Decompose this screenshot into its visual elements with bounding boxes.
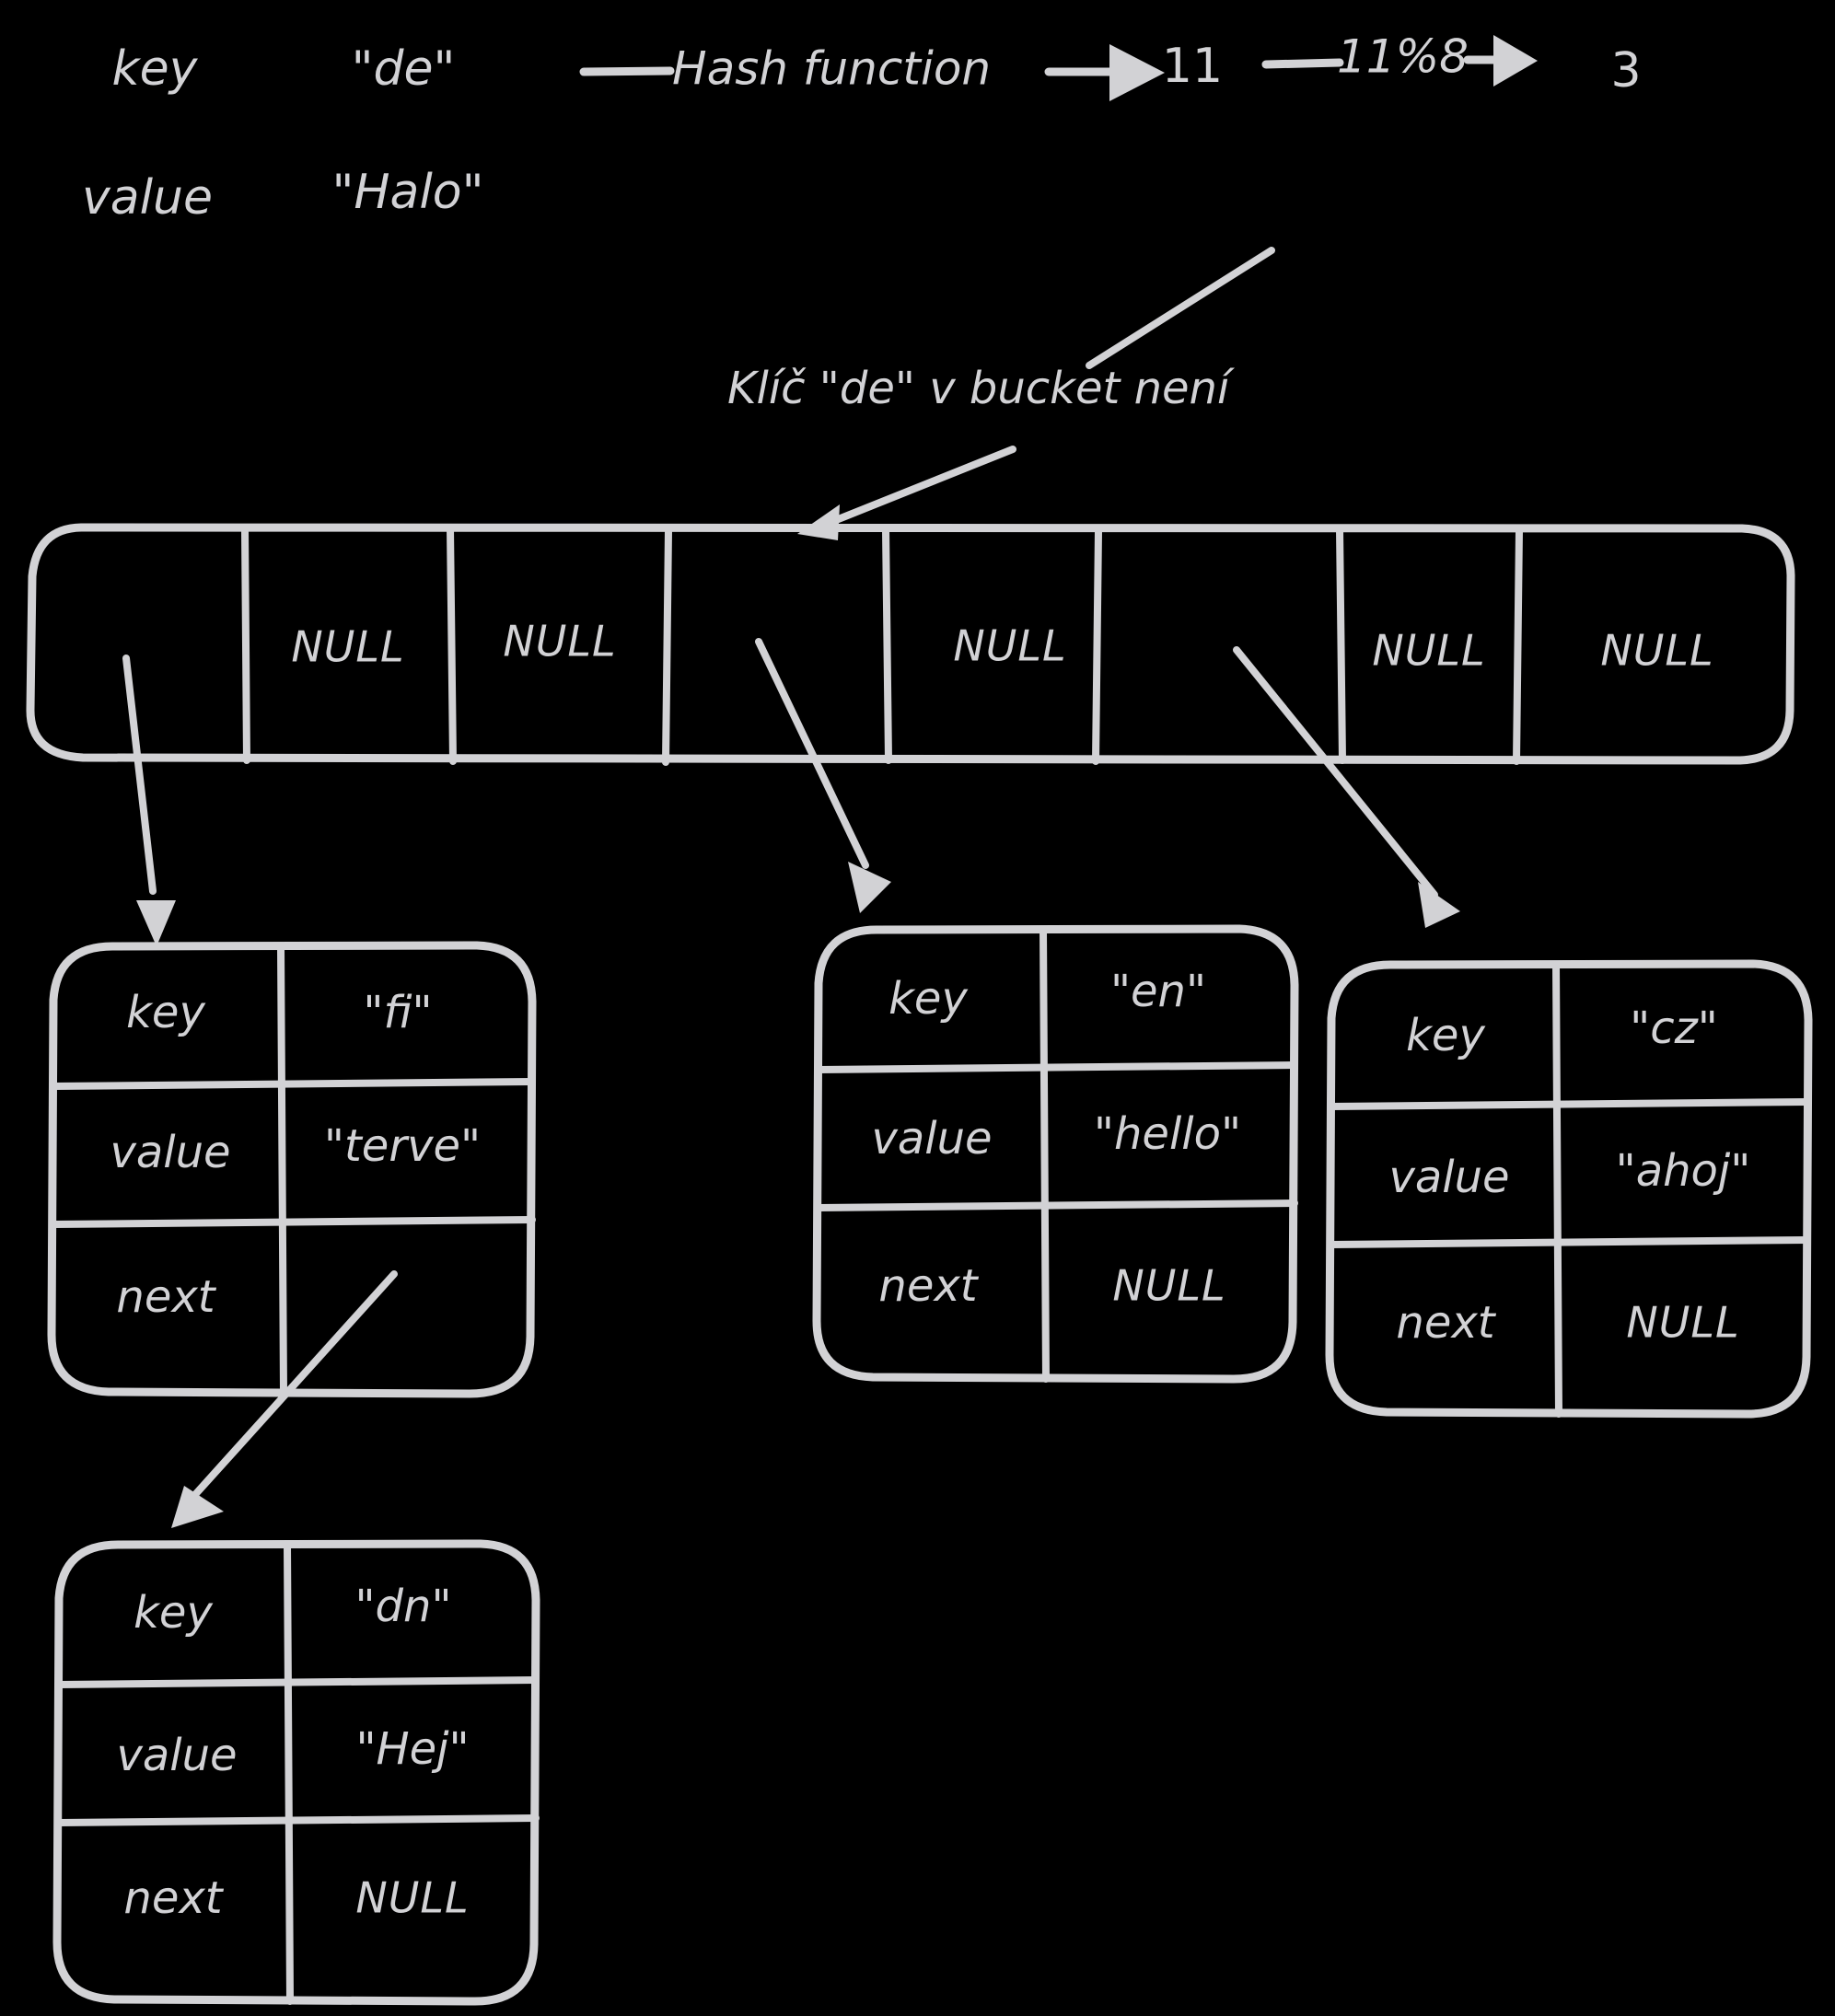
pointer-bucket3-to-node-en (755, 638, 891, 913)
pointer-node-fi-to-node-dn (171, 1270, 398, 1528)
hash-result: 11 (1162, 39, 1223, 94)
pointer-bucket0-to-node-fi (122, 655, 176, 946)
node-cz-row-1-label: value (1388, 1152, 1509, 1203)
node-fi-row-1-label: value (110, 1127, 230, 1178)
node-en-row-1-label: value (871, 1113, 992, 1164)
node-fi-row-divider-1 (50, 1078, 536, 1090)
node-fi-col-divider (277, 943, 287, 1397)
node-en-row-0-value: "en" (1110, 966, 1206, 1017)
node-en: key "en" value "hello" next NULL (812, 924, 1299, 1384)
node-fi-row-divider-2 (50, 1216, 536, 1228)
node-dn-row-1-label: value (116, 1730, 237, 1781)
header-value-value: "Halo" (331, 165, 483, 220)
node-dn-row-divider-2 (55, 1814, 540, 1826)
bucket-divider-5 (1092, 527, 1102, 765)
modulo-arrowhead (1493, 35, 1538, 87)
bucket-divider-2 (447, 525, 457, 765)
annotation-text: Klíč "de" v bucket není (727, 363, 1236, 414)
node-cz-row-1-value: "ahoj" (1616, 1145, 1751, 1197)
bucket-divider-7 (1513, 527, 1523, 765)
node-fi-row-0-value: "fi" (363, 987, 432, 1038)
node-dn: key "dn" value "Hej" next NULL (52, 1539, 540, 2006)
node-en-row-2-value: NULL (1112, 1261, 1225, 1311)
node-cz-row-0-label: key (1406, 1010, 1485, 1061)
bucket-divider-1 (241, 527, 250, 764)
pointer-bucket5-to-node-cz (1233, 646, 1460, 928)
header-key-value: "de" (352, 41, 456, 97)
node-cz-col-divider (1552, 961, 1562, 1418)
bucket-cell-6-text: NULL (1372, 626, 1485, 676)
node-en-row-1-value: "hello" (1094, 1108, 1241, 1160)
node-cz-row-divider-1 (1328, 1098, 1811, 1110)
node-dn-col-divider (284, 1541, 294, 2005)
node-dn-row-divider-1 (55, 1676, 540, 1688)
node-en-row-2-label: next (878, 1260, 979, 1312)
modulo-result: 3 (1610, 43, 1641, 98)
node-cz: key "cz" value "ahoj" next NULL (1325, 959, 1813, 1419)
hash-arrowhead (1109, 44, 1165, 101)
node-en-row-0-label: key (888, 973, 968, 1025)
bucket-array: NULL NULL NULL NULL NULL (26, 523, 1795, 766)
modulo-arrow: 11%8 (1261, 30, 1538, 87)
modulo-label: 11%8 (1337, 30, 1469, 84)
hash-function-arrow: Hash function (579, 42, 1165, 101)
bucket-cell-2-text: NULL (503, 617, 616, 666)
bucket-divider-3 (662, 527, 672, 766)
node-en-row-divider-1 (815, 1061, 1298, 1073)
node-cz-row-divider-2 (1328, 1236, 1811, 1248)
node-fi: key "fi" value "terve" next (47, 941, 537, 1398)
node-dn-row-2-value: NULL (355, 1873, 469, 1923)
bucket-divider-6 (1336, 526, 1346, 764)
hash-function-label: Hash function (672, 42, 991, 96)
bucket-divider-4 (882, 526, 892, 764)
node-fi-row-1-value: "terve" (324, 1120, 481, 1172)
node-dn-row-2-label: next (123, 1872, 224, 1924)
node-cz-row-2-label: next (1396, 1297, 1496, 1349)
node-fi-row-0-label: key (126, 987, 205, 1038)
node-fi-row-2-label: next (116, 1271, 216, 1323)
node-cz-row-0-value: "cz" (1630, 1002, 1718, 1054)
node-cz-row-2-value: NULL (1626, 1298, 1739, 1348)
bucket-cell-7-text: NULL (1600, 626, 1713, 676)
bucket-cell-1-text: NULL (291, 622, 404, 672)
header-key-label: key (112, 41, 199, 97)
node-en-col-divider (1039, 926, 1050, 1383)
annotation-leader-line (1086, 247, 1275, 369)
bucket-cell-4-text: NULL (953, 621, 1066, 671)
node-dn-row-1-value: "Hej" (355, 1723, 469, 1775)
node-en-row-divider-2 (815, 1199, 1298, 1211)
node-dn-row-0-label: key (134, 1587, 213, 1639)
node-dn-row-0-value: "dn" (354, 1581, 451, 1632)
header-value-label: value (82, 170, 213, 226)
